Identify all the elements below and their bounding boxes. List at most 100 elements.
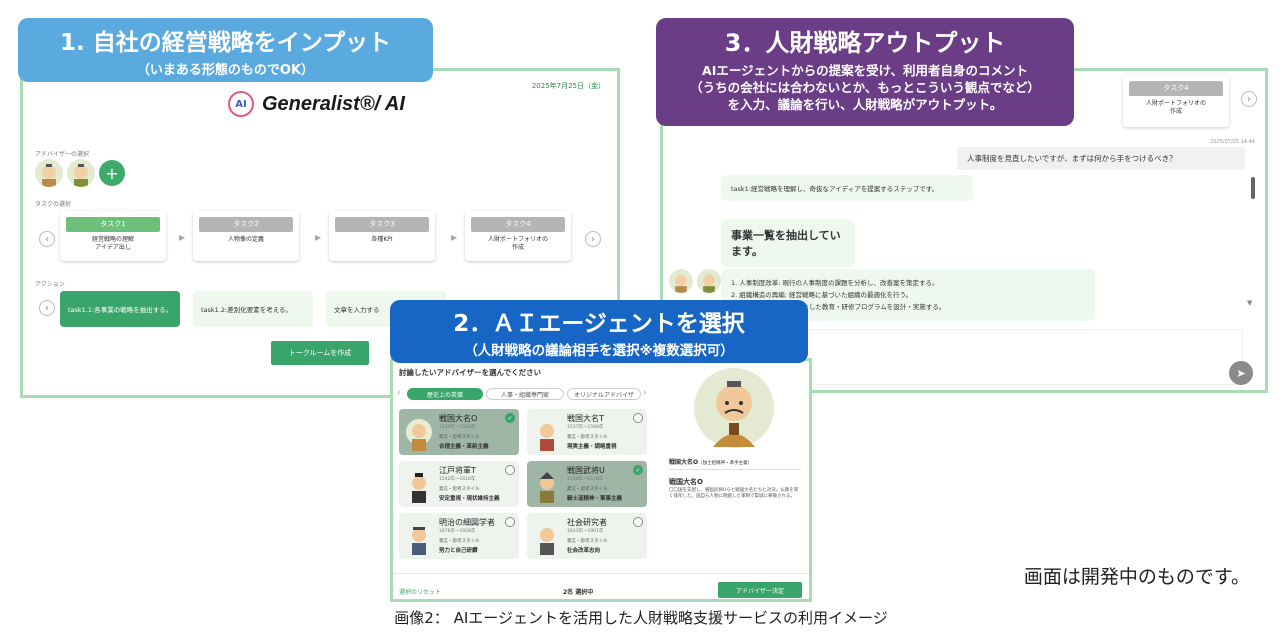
task-card-4[interactable]: タスク4 人財ポートフォリオの 作成: [465, 211, 571, 261]
task-label: タスクの選択: [35, 201, 72, 208]
reset-selection-link[interactable]: 選択のリセット: [399, 589, 442, 596]
selected-count: 2名 選択中: [563, 589, 594, 596]
advisor-style-label: 発言・思考スタイル: [439, 539, 480, 544]
advisor-style-label: 発言・思考スタイル: [439, 435, 480, 440]
advisor-name: 社会研究者: [567, 518, 607, 527]
advisor-style-label: 発言・思考スタイル: [567, 435, 608, 440]
logo-mark-icon: AI: [228, 91, 254, 117]
advisor-style-label: 発言・思考スタイル: [567, 487, 608, 492]
step2-subtitle: （人財戦略の議論相手を選択※複数選択可）: [464, 343, 734, 359]
advisor-years: 1534年〜1582年: [439, 425, 476, 430]
add-advisor-button[interactable]: +: [99, 160, 125, 186]
advisor-style-label: 発言・思考スタイル: [567, 539, 608, 544]
task-card-body: 各種KPI: [371, 236, 393, 243]
task-next-button[interactable]: ›: [585, 231, 601, 247]
advisor-detail-name: 戦国大名O: [669, 459, 699, 466]
task-next-button[interactable]: ›: [1241, 91, 1257, 107]
action-card-2[interactable]: task1.2:差別化要素を考える。: [193, 291, 313, 327]
action-prev-button[interactable]: ‹: [39, 300, 55, 316]
step2-title-box: 2．ＡＩエージェントを選択 （人財戦略の議論相手を選択※複数選択可）: [390, 300, 808, 363]
advisor-name: 戦国大名T: [567, 414, 604, 423]
advisor-detail-tagline: （独士招精神・革手主義）: [698, 461, 753, 466]
advisor-detail-description: 〇〇国を支配し、戦国武将Uらと戦国大名たちと対決。仏教を厚く排斥した。国自ら人物…: [669, 488, 799, 499]
send-button[interactable]: ➤: [1229, 361, 1253, 385]
step3-line: を入力、議論を行い、人財戦略がアウトプット。: [727, 97, 1003, 112]
create-talkroom-button[interactable]: トークルームを作成: [271, 341, 369, 365]
advisor-avatar-2[interactable]: [67, 159, 95, 187]
advisor-avatar-2: [697, 269, 721, 293]
ai-message-2: 事業一覧を抽出しています。: [721, 219, 855, 267]
tab-prev-icon[interactable]: ‹: [397, 388, 401, 398]
step1-title-box: 1. 自社の経営戦略をインプット （いまある形態のものでOK）: [18, 18, 433, 82]
advisor-card[interactable]: 社会研究者 1833年〜1901年 発言・思考スタイル 社会改革志向: [527, 513, 647, 559]
check-icon[interactable]: [505, 465, 515, 475]
action-card-1[interactable]: task1.1:各事業の戦略を抽出する。: [60, 291, 180, 327]
advisor-detail-title: 戦国大名O（独士招精神・革手主義）: [669, 457, 752, 466]
advisor-card[interactable]: 江戸将軍T 1542年〜1616年 発言・思考スタイル 安定重視・現状維持主義: [399, 461, 519, 507]
check-icon[interactable]: ✓: [505, 413, 515, 423]
advisor-name: 明治の細図学者: [439, 518, 495, 527]
logo-text: Generalist®/ AI: [262, 92, 405, 115]
task-card-header: タスク1: [66, 217, 160, 232]
task-card-header: タスク2: [199, 217, 293, 232]
step3-title: 3．人財戦略アウトプット: [724, 29, 1006, 57]
step1-title: 1. 自社の経営戦略をインプット: [59, 30, 392, 56]
step2-title: 2．ＡＩエージェントを選択: [453, 311, 745, 337]
advisor-years: 1876年〜1928年: [439, 529, 476, 534]
task-card-header: タスク3: [335, 217, 429, 232]
avatar: [403, 413, 435, 451]
tab-historical[interactable]: 歴史上の英傑: [407, 388, 483, 400]
advisor-card[interactable]: 戦国大名T 1537年〜1598年 発言・思考スタイル 現実主義・調略重視: [527, 409, 647, 455]
tab-original[interactable]: オリジナルアドバイザ: [567, 388, 641, 400]
advisor-style: 努力と自己研鑽: [439, 548, 478, 554]
date-label: 2025年7月25日（金）: [531, 82, 605, 90]
advisor-card[interactable]: 戦国大名O 1534年〜1582年 発言・思考スタイル 合理主義・革新主義 ✓: [399, 409, 519, 455]
advisor-years: 1833年〜1901年: [567, 529, 604, 534]
task-card-body: 経営戦略の理解 アイデア出し: [91, 236, 134, 251]
task-card-4[interactable]: タスク4 人財ポートフォリオの 作成: [1123, 75, 1229, 127]
avatar: [531, 465, 563, 503]
message-timestamp: 2025/07/25 14:44: [1210, 139, 1255, 145]
advisor-card[interactable]: 戦国武将U 1530年〜1578年 発言・思考スタイル 騎士道精神・軍事主義 ✓: [527, 461, 647, 507]
chat-input[interactable]: [803, 329, 1243, 385]
development-note: 画面は開発中のものです。: [1023, 566, 1250, 588]
advisor-style: 現実主義・調略重視: [567, 444, 617, 450]
advisor-name: 戦国大名O: [439, 414, 478, 423]
task-card-body: 人財ポートフォリオの 作成: [487, 236, 548, 251]
action-label: アクション: [35, 281, 65, 288]
check-icon[interactable]: [633, 413, 643, 423]
check-icon[interactable]: ✓: [633, 465, 643, 475]
app-logo: AI Generalist®/ AI: [228, 91, 405, 117]
arrow-right-icon: ▶: [315, 233, 322, 242]
advisor-card[interactable]: 明治の細図学者 1876年〜1928年 発言・思考スタイル 努力と自己研鑽: [399, 513, 519, 559]
tab-next-icon[interactable]: ›: [643, 388, 647, 398]
user-message: 人事制度を見直したいですが、まずは何から手をつけるべき？: [957, 147, 1245, 170]
chat-scrollbar[interactable]: [1251, 177, 1255, 199]
advisor-avatar-1[interactable]: [35, 159, 63, 187]
check-icon[interactable]: [505, 517, 515, 527]
ai-list-item: 1. 人事制度改革: 現行の人事制度の課題を分析し、改善案を策定する。: [731, 279, 939, 287]
task-card-2[interactable]: タスク2 人物像の定義: [193, 211, 299, 261]
advisor-style: 合理主義・革新主義: [439, 444, 489, 450]
divider: [669, 469, 801, 470]
task-card-3[interactable]: タスク3 各種KPI: [329, 211, 435, 261]
check-icon[interactable]: [633, 517, 643, 527]
ai-list-item: 社員のスキル向上を目的とした教育・研修プログラムを設計・実施する。: [731, 303, 946, 311]
arrow-right-icon: ▶: [179, 233, 186, 242]
step2-panel: 討論したいアドバイザーを選んでください ‹ 歴史上の英傑 人事・組織専門家 オリ…: [390, 358, 812, 602]
advisor-years: 1537年〜1598年: [567, 425, 604, 430]
task-card-1[interactable]: タスク1 経営戦略の理解 アイデア出し: [60, 211, 166, 261]
avatar: [531, 413, 563, 451]
task-prev-button[interactable]: ‹: [39, 231, 55, 247]
advisor-label: アドバイザーの選択: [35, 151, 90, 158]
advisor-style: 社会改革志向: [567, 548, 601, 554]
tab-hr-experts[interactable]: 人事・組織専門家: [486, 388, 564, 400]
ai-advisor-avatars: [669, 269, 721, 293]
step3-description: AIエージェントからの提案を受け、利用者自身のコメント （うちの会社には合わない…: [656, 62, 1074, 113]
image-caption: 画像2： AIエージェントを活用した人財戦略支援サービスの利用イメージ: [394, 609, 888, 627]
task-card-body: 人物像の定義: [227, 236, 264, 243]
scroll-down-icon[interactable]: ▼: [1247, 299, 1253, 307]
advisor-avatar-1: [669, 269, 693, 293]
advisor-years: 1542年〜1616年: [439, 477, 476, 482]
decide-advisor-button[interactable]: アドバイザー決定: [718, 582, 802, 598]
